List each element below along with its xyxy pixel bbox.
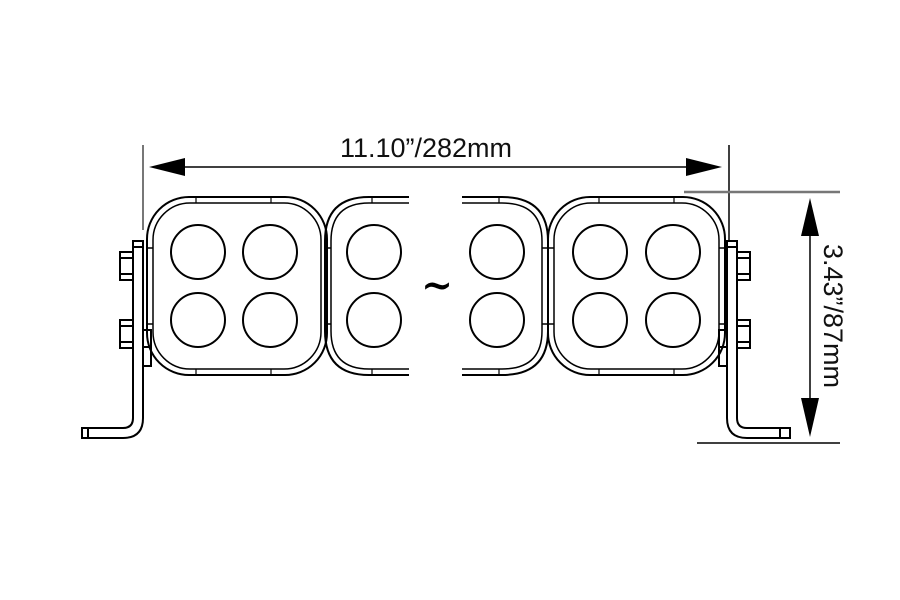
left-arrowhead bbox=[149, 158, 185, 176]
led-lens bbox=[346, 224, 402, 280]
led-lens bbox=[242, 292, 298, 348]
height-dimension-label: 3.43”/87mm bbox=[818, 244, 848, 388]
led-lens bbox=[346, 292, 402, 348]
right-mounting-bracket bbox=[718, 240, 791, 439]
left-partial-module bbox=[324, 196, 409, 376]
led-lens bbox=[242, 224, 298, 280]
led-lens bbox=[645, 224, 701, 280]
led-lens bbox=[170, 224, 226, 280]
led-lens bbox=[645, 292, 701, 348]
led-lens bbox=[572, 292, 628, 348]
right-end-module bbox=[547, 196, 726, 376]
module-joints bbox=[147, 247, 725, 325]
led-lens bbox=[170, 292, 226, 348]
height-dimension: 3.43”/87mm bbox=[684, 190, 848, 444]
top-arrowhead bbox=[801, 198, 819, 236]
led-lens bbox=[469, 292, 525, 348]
bottom-arrowhead bbox=[801, 398, 819, 437]
right-arrowhead bbox=[686, 158, 722, 176]
left-lower-bolt bbox=[119, 319, 134, 349]
right-lower-bolt bbox=[736, 319, 751, 349]
right-upper-bolt bbox=[736, 251, 751, 281]
left-mounting-bracket bbox=[81, 240, 152, 439]
led-lens bbox=[572, 224, 628, 280]
left-upper-bolt bbox=[119, 251, 134, 281]
right-partial-module bbox=[462, 196, 549, 376]
width-dimension-label: 11.10”/282mm bbox=[340, 133, 512, 163]
width-dimension: 11.10”/282mm bbox=[142, 133, 730, 240]
led-lens bbox=[469, 224, 525, 280]
left-end-module bbox=[146, 196, 328, 376]
continuation-symbol: ~ bbox=[421, 262, 453, 307]
